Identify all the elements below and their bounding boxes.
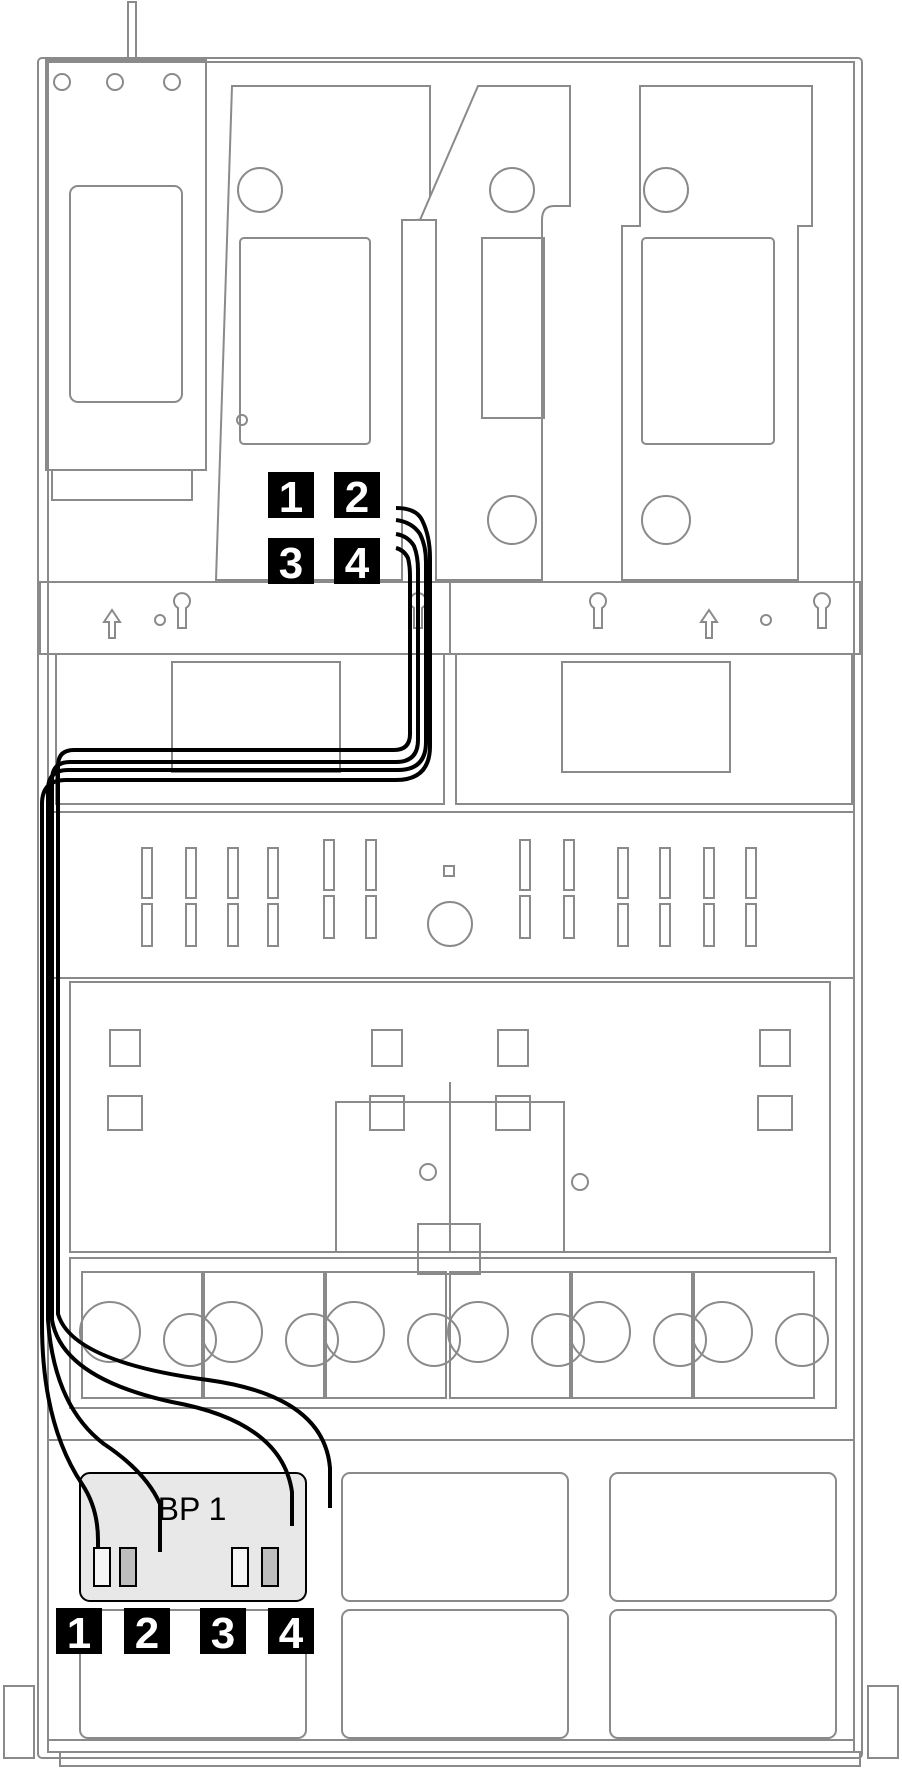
svg-text:4: 4 bbox=[279, 1609, 304, 1658]
power-supply-bay bbox=[45, 59, 207, 501]
riser-badges: 1 2 3 4 bbox=[268, 472, 380, 588]
svg-text:2: 2 bbox=[345, 473, 369, 522]
backplane-badge-2: 2 bbox=[124, 1608, 170, 1658]
backplane-badge-3: 3 bbox=[200, 1608, 246, 1658]
svg-text:3: 3 bbox=[211, 1609, 235, 1658]
riser-badge-3: 3 bbox=[268, 538, 314, 588]
signal-cables bbox=[40, 506, 432, 1552]
cable-4 bbox=[56, 546, 412, 1508]
riser-cage-right bbox=[621, 85, 813, 581]
processor-area bbox=[69, 981, 831, 1275]
backplane-connector-3 bbox=[231, 1547, 249, 1587]
backplane-connector-4 bbox=[261, 1547, 279, 1587]
fan-cage-bracket bbox=[39, 581, 861, 655]
fan-housings bbox=[55, 653, 853, 805]
riser-cage-left bbox=[214, 85, 431, 581]
top-handle bbox=[127, 1, 137, 59]
backplane-badge-4: 4 bbox=[268, 1608, 314, 1658]
riser-badge-4: 4 bbox=[334, 538, 380, 588]
svg-text:1: 1 bbox=[67, 1609, 91, 1658]
cable-3 bbox=[50, 532, 420, 1526]
riser-badge-1: 1 bbox=[268, 472, 314, 522]
system-board-area bbox=[47, 811, 855, 979]
riser-cage-center bbox=[418, 85, 571, 581]
chassis-outline bbox=[37, 57, 863, 1759]
drive-bays bbox=[3, 1439, 899, 1767]
backplane: BP 1 bbox=[79, 1472, 307, 1602]
riser-badge-2: 2 bbox=[334, 472, 380, 522]
svg-text:4: 4 bbox=[345, 539, 370, 588]
cable-1 bbox=[40, 506, 432, 1548]
svg-text:3: 3 bbox=[279, 539, 303, 588]
backplane-connector-2 bbox=[119, 1547, 137, 1587]
svg-text:1: 1 bbox=[279, 473, 303, 522]
backplane-badge-1: 1 bbox=[56, 1608, 102, 1658]
backplane-connector-1 bbox=[93, 1547, 111, 1587]
backplane-label: BP 1 bbox=[158, 1491, 227, 1527]
backplane-badges: 1 2 3 4 bbox=[56, 1608, 314, 1658]
svg-text:2: 2 bbox=[135, 1609, 159, 1658]
system-fans bbox=[69, 1257, 837, 1409]
